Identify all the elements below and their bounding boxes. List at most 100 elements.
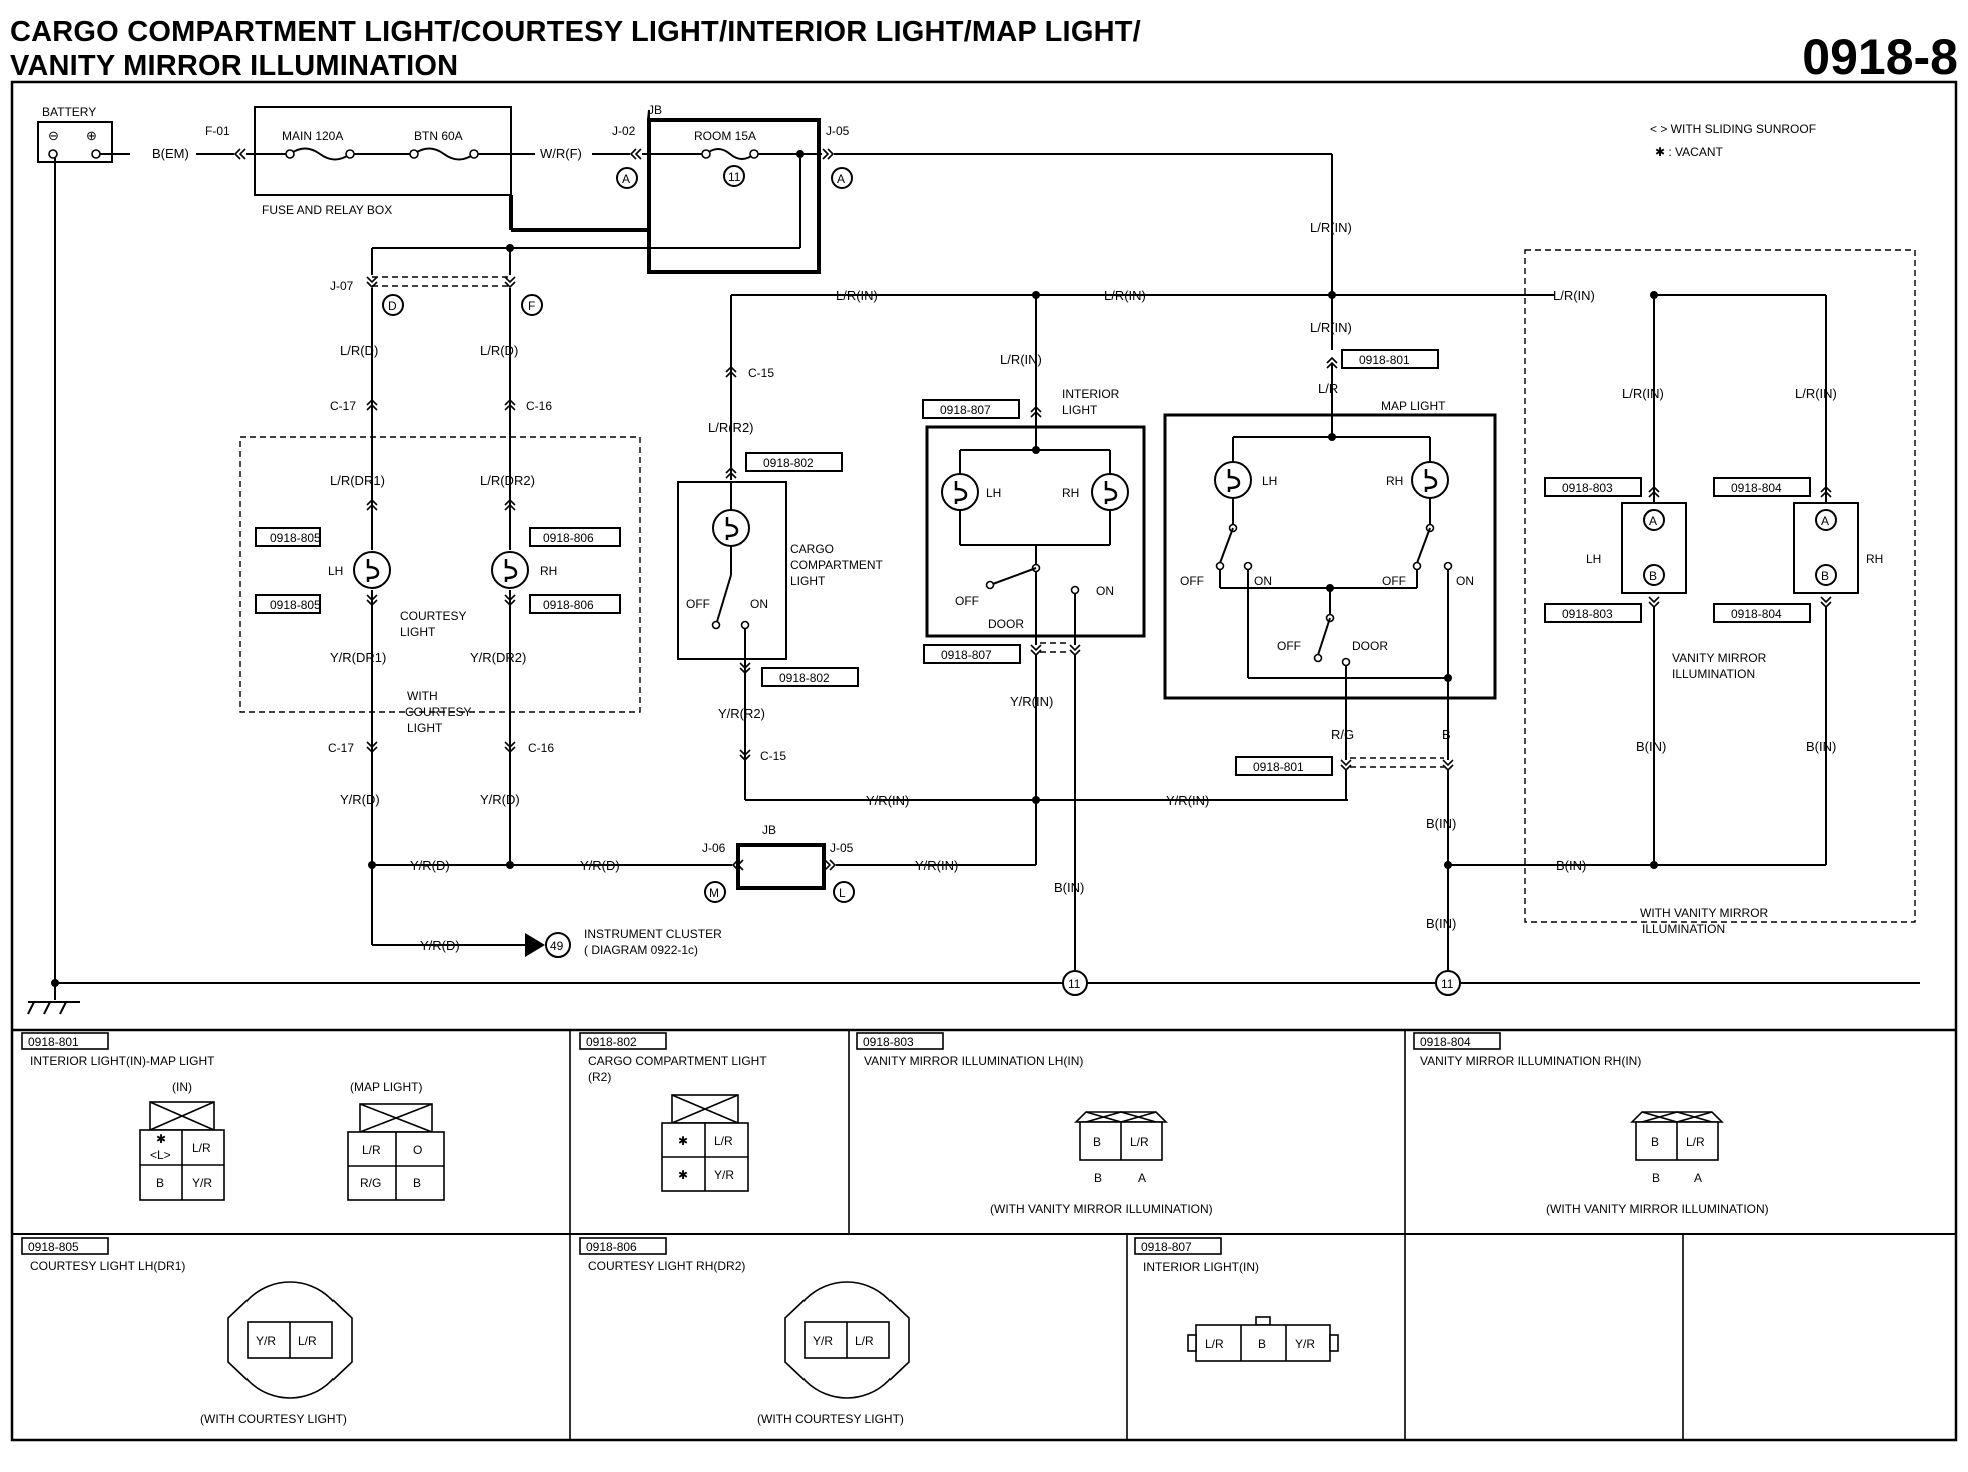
- svg-text:0918-805: 0918-805: [28, 1240, 79, 1254]
- svg-text:C-15: C-15: [760, 749, 786, 763]
- svg-text:L/R: L/R: [714, 1134, 733, 1148]
- svg-text:Y/R(D): Y/R(D): [420, 938, 460, 953]
- svg-text:11: 11: [1068, 977, 1081, 991]
- svg-text:(R2): (R2): [588, 1070, 611, 1084]
- svg-text:B(IN): B(IN): [1054, 880, 1084, 895]
- svg-text:B: B: [1442, 727, 1451, 742]
- legend-vacant: ✱ : VACANT: [1655, 145, 1724, 159]
- svg-text:OFF: OFF: [1382, 574, 1406, 588]
- svg-text:COURTESY LIGHT RH(DR2): COURTESY LIGHT RH(DR2): [588, 1259, 745, 1273]
- svg-text:✱: ✱: [678, 1168, 688, 1182]
- svg-text:RH: RH: [1866, 552, 1883, 566]
- svg-text:B: B: [413, 1176, 421, 1190]
- svg-text:INTERIOR LIGHT(IN)-MAP LIGHT: INTERIOR LIGHT(IN)-MAP LIGHT: [30, 1054, 215, 1068]
- svg-text:JB: JB: [762, 823, 776, 837]
- svg-text:0918-807: 0918-807: [1141, 1240, 1192, 1254]
- diagram-number: 0918-8: [1802, 29, 1958, 85]
- arrow-icon: [525, 933, 545, 957]
- svg-text:(WITH COURTESY LIGHT): (WITH COURTESY LIGHT): [200, 1412, 347, 1426]
- svg-text:B: B: [1652, 1171, 1660, 1185]
- vanity-option-box: [1524, 249, 1916, 923]
- connector-panel-806: 0918-806 COURTESY LIGHT RH(DR2) Y/R L/R …: [579, 1237, 910, 1426]
- svg-text:J-07: J-07: [330, 279, 354, 293]
- svg-text:L/R(IN): L/R(IN): [1310, 320, 1352, 335]
- fuse-btn-icon: [413, 147, 475, 161]
- svg-text:✱: ✱: [156, 1132, 166, 1146]
- svg-text:C-17: C-17: [328, 741, 354, 755]
- svg-text:B(IN): B(IN): [1556, 858, 1586, 873]
- svg-text:(WITH VANITY MIRROR ILLUMINATI: (WITH VANITY MIRROR ILLUMINATION): [990, 1202, 1213, 1216]
- svg-text:ILLUMINATION: ILLUMINATION: [1672, 667, 1755, 681]
- fuse-main-icon: [289, 147, 351, 161]
- map-light-box: [1163, 413, 1497, 700]
- svg-text:L/R(DR1): L/R(DR1): [330, 473, 385, 488]
- svg-text:ROOM 15A: ROOM 15A: [694, 129, 756, 143]
- svg-text:ILLUMINATION: ILLUMINATION: [1642, 922, 1725, 936]
- svg-text:DOOR: DOOR: [988, 617, 1024, 631]
- svg-text:0918-801: 0918-801: [1359, 353, 1410, 367]
- svg-text:B: B: [1821, 569, 1829, 583]
- svg-text:D: D: [388, 299, 397, 313]
- svg-text:L/R: L/R: [298, 1334, 317, 1348]
- svg-text:Y/R(IN): Y/R(IN): [915, 858, 958, 873]
- svg-text:OFF: OFF: [686, 597, 710, 611]
- svg-text:Y/R(D): Y/R(D): [340, 792, 380, 807]
- svg-text:(MAP LIGHT): (MAP LIGHT): [350, 1080, 422, 1094]
- svg-text:BATTERY: BATTERY: [42, 105, 96, 119]
- svg-text:0918-802: 0918-802: [586, 1035, 637, 1049]
- svg-text:Y/R: Y/R: [813, 1334, 833, 1348]
- svg-text:Y/R(D): Y/R(D): [410, 858, 450, 873]
- svg-text:COURTESY: COURTESY: [405, 705, 471, 719]
- svg-text:Y/R(IN): Y/R(IN): [1010, 694, 1053, 709]
- svg-text:0918-807: 0918-807: [941, 648, 992, 662]
- svg-text:L/R(IN): L/R(IN): [1553, 288, 1595, 303]
- svg-text:Y/R(DR1): Y/R(DR1): [330, 650, 386, 665]
- svg-text:RH: RH: [540, 564, 557, 578]
- svg-text:( DIAGRAM 0922-1c): ( DIAGRAM 0922-1c): [584, 943, 698, 957]
- ground-symbol-icon: [27, 1001, 80, 1015]
- svg-text:C-15: C-15: [748, 366, 774, 380]
- svg-text:C-17: C-17: [330, 399, 356, 413]
- svg-text:(WITH VANITY MIRROR ILLUMINATI: (WITH VANITY MIRROR ILLUMINATION): [1546, 1202, 1769, 1216]
- svg-text:L/R(D): L/R(D): [480, 343, 518, 358]
- svg-text:Y/R(D): Y/R(D): [580, 858, 620, 873]
- svg-text:0918-801: 0918-801: [28, 1035, 79, 1049]
- svg-text:Y/R(DR2): Y/R(DR2): [470, 650, 526, 665]
- svg-text:LIGHT: LIGHT: [407, 721, 443, 735]
- svg-text:Y/R(IN): Y/R(IN): [866, 793, 909, 808]
- svg-text:L/R: L/R: [1318, 381, 1338, 396]
- svg-text:A: A: [1649, 514, 1657, 528]
- svg-text:CARGO: CARGO: [790, 542, 834, 556]
- svg-text:F: F: [528, 299, 535, 313]
- cargo-lamp-icon: [711, 508, 751, 548]
- svg-text:L/R(IN): L/R(IN): [1104, 288, 1146, 303]
- svg-text:B: B: [1094, 1171, 1102, 1185]
- svg-text:ON: ON: [750, 597, 768, 611]
- svg-text:L/R: L/R: [1205, 1337, 1224, 1351]
- svg-text:COMPARTMENT: COMPARTMENT: [790, 558, 884, 572]
- svg-text:0918-802: 0918-802: [779, 671, 830, 685]
- svg-text:(WITH COURTESY LIGHT): (WITH COURTESY LIGHT): [757, 1412, 904, 1426]
- svg-text:<L>: <L>: [150, 1148, 171, 1162]
- svg-text:L/R: L/R: [855, 1334, 874, 1348]
- svg-text:MAP LIGHT: MAP LIGHT: [1381, 399, 1446, 413]
- fuse-room-icon: [705, 148, 755, 160]
- svg-text:B: B: [1651, 1135, 1659, 1149]
- svg-text:O: O: [413, 1143, 422, 1157]
- svg-text:11: 11: [728, 170, 741, 184]
- svg-text:A: A: [1821, 514, 1829, 528]
- svg-text:J-06: J-06: [702, 841, 726, 855]
- svg-text:DOOR: DOOR: [1352, 639, 1388, 653]
- svg-text:VANITY MIRROR ILLUMINATION LH(: VANITY MIRROR ILLUMINATION LH(IN): [864, 1054, 1083, 1068]
- svg-text:0918-802: 0918-802: [763, 456, 814, 470]
- svg-text:MAIN 120A: MAIN 120A: [282, 129, 343, 143]
- svg-text:B(IN): B(IN): [1806, 739, 1836, 754]
- jb-label: JB: [648, 103, 662, 117]
- svg-text:LH: LH: [1586, 552, 1601, 566]
- svg-text:VANITY MIRROR ILLUMINATION RH(: VANITY MIRROR ILLUMINATION RH(IN): [1420, 1054, 1641, 1068]
- svg-text:RH: RH: [1062, 486, 1079, 500]
- svg-text:A: A: [1138, 1171, 1146, 1185]
- svg-text:L/R(IN): L/R(IN): [1000, 352, 1042, 367]
- svg-text:0918-806: 0918-806: [543, 598, 594, 612]
- connector-panel-805: 0918-805 COURTESY LIGHT LH(DR1) Y/R L/R …: [21, 1237, 353, 1426]
